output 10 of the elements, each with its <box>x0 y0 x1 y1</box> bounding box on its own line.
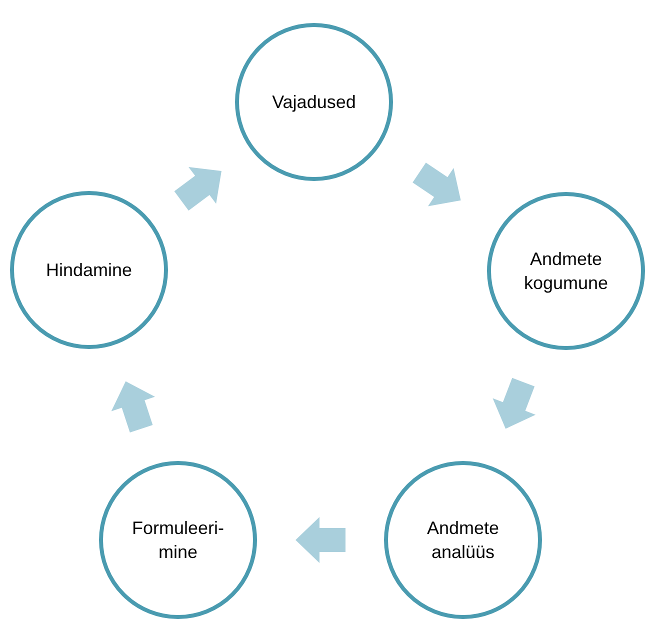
block-arrow <box>492 378 536 429</box>
block-arrow <box>412 162 461 206</box>
node-label: Formuleeri-mine <box>130 517 225 564</box>
node-label: Andmete analüüs <box>426 517 500 564</box>
block-arrow <box>111 381 155 432</box>
node-label: Vajadused <box>272 91 356 114</box>
node-label: Andmete kogumune <box>522 248 610 295</box>
block-arrow <box>296 517 346 563</box>
block-arrow <box>174 167 222 211</box>
node-label: Hindamine <box>46 259 132 282</box>
